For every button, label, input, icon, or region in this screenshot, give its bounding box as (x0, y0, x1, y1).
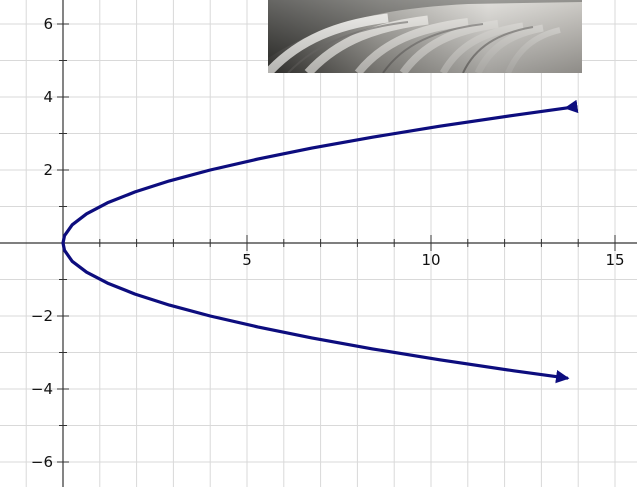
tick-marks (57, 23, 616, 463)
curve-layer (61, 99, 579, 384)
x-tick-label: 15 (605, 251, 624, 269)
y-tick-label: 4 (43, 88, 53, 106)
y-tick-label: −4 (31, 380, 53, 398)
architectural-photo (268, 0, 582, 73)
y-tick-label: −2 (31, 307, 53, 325)
tick-labels: 5 10 15 −6 −4 −2 2 4 6 (31, 15, 625, 471)
x-tick-label: 10 (421, 251, 440, 269)
x-tick-label: 5 (242, 251, 252, 269)
y-tick-label: 6 (43, 15, 53, 33)
y-tick-label: 2 (43, 161, 53, 179)
parabola-curve (61, 99, 579, 384)
y-tick-label: −6 (31, 453, 53, 471)
